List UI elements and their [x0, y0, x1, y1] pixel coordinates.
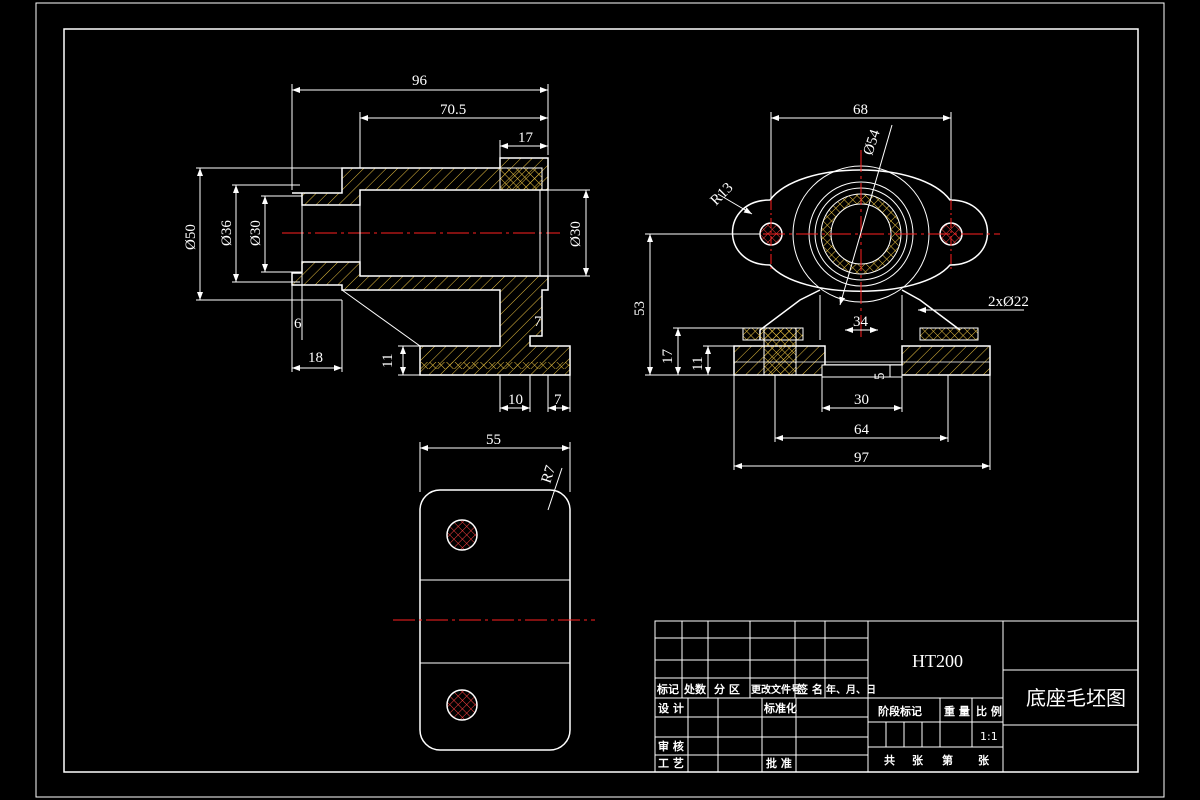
- rev-header-date: 年、月、日: [826, 683, 876, 696]
- dim-inner-64: 64: [854, 422, 870, 438]
- label-approve: 批 准: [766, 756, 792, 770]
- rev-header-mark: 标记: [656, 682, 679, 696]
- dim-dia-mid: Ø36: [219, 220, 235, 246]
- dim-radius-r13: R13: [708, 180, 737, 209]
- label-stage-mark: 阶段标记: [878, 704, 922, 718]
- dim-step-6: 6: [294, 316, 302, 332]
- dim-base-17: 17: [660, 349, 676, 365]
- dim-boss-34: 34: [853, 314, 869, 330]
- dim-bore-length: 70.5: [440, 102, 466, 118]
- label-sheets-total: 共: [884, 753, 895, 767]
- dim-hole-spacing: 68: [853, 102, 868, 118]
- dim-overall-length: 96: [412, 73, 428, 89]
- top-hole-lower: [446, 689, 478, 721]
- label-standardize: 标准化: [763, 701, 797, 715]
- dim-overall-97: 97: [854, 450, 870, 466]
- dim-dia-54: Ø54: [861, 127, 884, 157]
- title-block: [654, 620, 1139, 773]
- inner-border: [63, 28, 1139, 773]
- drawing-title: 底座毛坯图: [1026, 686, 1126, 710]
- label-sheet-word2: 张: [978, 753, 990, 767]
- rev-header-docno: 更改文件号: [751, 683, 801, 696]
- dim-slot-5: 5: [872, 373, 888, 381]
- dim-dia-bore-left: Ø30: [248, 220, 264, 246]
- dim-foot-7: 7: [554, 392, 562, 408]
- front-view: 96 70.5 17 Ø50 Ø36 Ø30 Ø30 6 18: [183, 73, 590, 412]
- dim-slot-30: 30: [854, 392, 869, 408]
- label-sheet-no: 第: [942, 753, 953, 767]
- dim-dia-bore-right: Ø30: [568, 221, 584, 247]
- dim-base-11-side: 11: [690, 357, 706, 371]
- title-block-text: HT200 底座毛坯图 标记 处数 分 区 更改文件号 签 名 年、月、日 设 …: [656, 651, 1126, 770]
- dim-web-7: 7: [534, 314, 542, 330]
- rev-header-zone: 分 区: [714, 682, 740, 696]
- label-review: 审 核: [658, 739, 684, 753]
- material-label: HT200: [912, 651, 963, 671]
- label-ratio: 比 例: [976, 704, 1002, 718]
- dim-foot-10: 10: [508, 392, 523, 408]
- dim-top-width: 55: [486, 432, 501, 448]
- top-view: 55 R7: [393, 432, 595, 751]
- label-sheets-word: 张: [912, 753, 924, 767]
- top-hole-upper: [446, 519, 478, 551]
- outer-border: [35, 2, 1165, 798]
- dim-dia-outer: Ø50: [183, 224, 199, 250]
- label-weight: 重 量: [944, 704, 970, 718]
- label-process: 工 艺: [658, 756, 684, 770]
- rev-header-count: 处数: [683, 682, 707, 696]
- dim-base-11: 11: [380, 354, 396, 368]
- dim-holes-2x22: 2xØ22: [988, 294, 1029, 310]
- dim-flange-length: 17: [518, 130, 534, 146]
- dim-top-radius: R7: [539, 463, 560, 485]
- rev-header-sign: 签 名: [796, 682, 823, 696]
- dim-step-18: 18: [308, 350, 323, 366]
- side-view: 68 R13 Ø54 53 17 11 34 2xØ22 5 30 64 97: [632, 102, 1029, 470]
- label-design: 设 计: [658, 701, 684, 715]
- scale-value: 1:1: [980, 730, 998, 743]
- dim-center-height: 53: [632, 301, 648, 316]
